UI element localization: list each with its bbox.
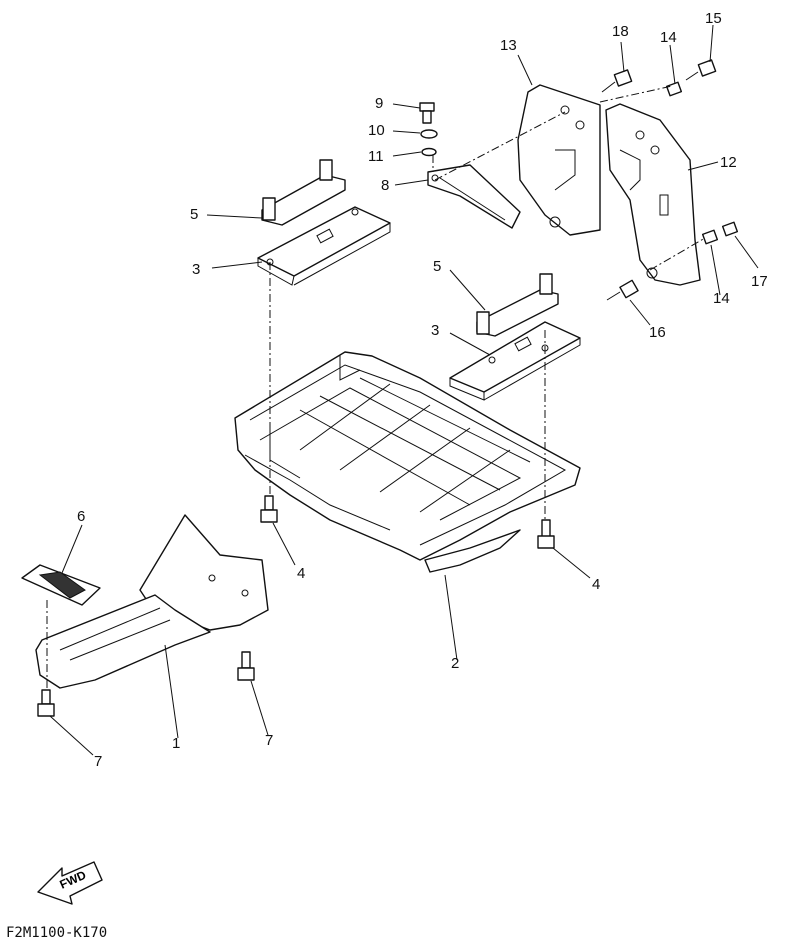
- callout-7-left: 7: [94, 753, 103, 770]
- callout-11: 11: [368, 148, 384, 165]
- plate-part-3-right: [449, 321, 581, 401]
- callout-18: 18: [612, 23, 629, 40]
- callout-17: 17: [751, 273, 768, 290]
- callout-1: 1: [172, 735, 181, 752]
- bolt-part-7-left: [37, 689, 55, 717]
- bolt-part-15: [685, 59, 717, 81]
- bracket-part-1: [35, 514, 269, 689]
- drawing-code: F2M1100-K170: [6, 925, 108, 941]
- cap-part-6: [21, 564, 101, 606]
- side-plate-part-12: [605, 103, 701, 286]
- bracket-part-8: [427, 164, 521, 229]
- bolt-part-9: [419, 102, 435, 124]
- callout-5-right: 5: [433, 258, 442, 275]
- bolt-part-4-left: [260, 495, 278, 523]
- callout-16: 16: [649, 324, 666, 341]
- callout-10: 10: [368, 122, 385, 139]
- callout-13: 13: [500, 37, 517, 54]
- bracket-part-5-left: [261, 159, 346, 226]
- bottom-frame-part-2: [234, 351, 581, 573]
- nut-part-14-bottom: [701, 229, 719, 245]
- callout-15: 15: [705, 10, 722, 27]
- leader-lines: [49, 24, 759, 756]
- callout-9: 9: [375, 95, 384, 112]
- callout-4-right: 4: [592, 576, 601, 593]
- callout-12: 12: [720, 154, 737, 171]
- callout-5-left: 5: [190, 206, 199, 223]
- callout-3-right: 3: [431, 322, 440, 339]
- callout-3-left: 3: [192, 261, 201, 278]
- nut-part-17: [721, 221, 739, 237]
- fwd-arrow-icon: FWD: [37, 861, 103, 905]
- callout-7-right: 7: [265, 732, 274, 749]
- callout-6: 6: [77, 508, 86, 525]
- nut-part-14-top: [665, 81, 683, 97]
- callout-8: 8: [381, 177, 390, 194]
- callout-4-left: 4: [297, 565, 306, 582]
- bolt-part-18: [601, 69, 633, 93]
- bolt-part-16: [606, 279, 639, 301]
- callout-14-top: 14: [660, 29, 677, 46]
- bolt-part-4-right: [537, 519, 555, 549]
- callout-2: 2: [451, 655, 460, 672]
- washer-part-11: [421, 147, 437, 157]
- side-plate-part-13: [517, 84, 601, 236]
- callout-14-bottom: 14: [713, 290, 730, 307]
- washer-part-10: [420, 129, 438, 139]
- bolt-part-7-right: [237, 651, 255, 681]
- bracket-part-5-right: [476, 273, 559, 337]
- assembly-lines: [46, 85, 706, 690]
